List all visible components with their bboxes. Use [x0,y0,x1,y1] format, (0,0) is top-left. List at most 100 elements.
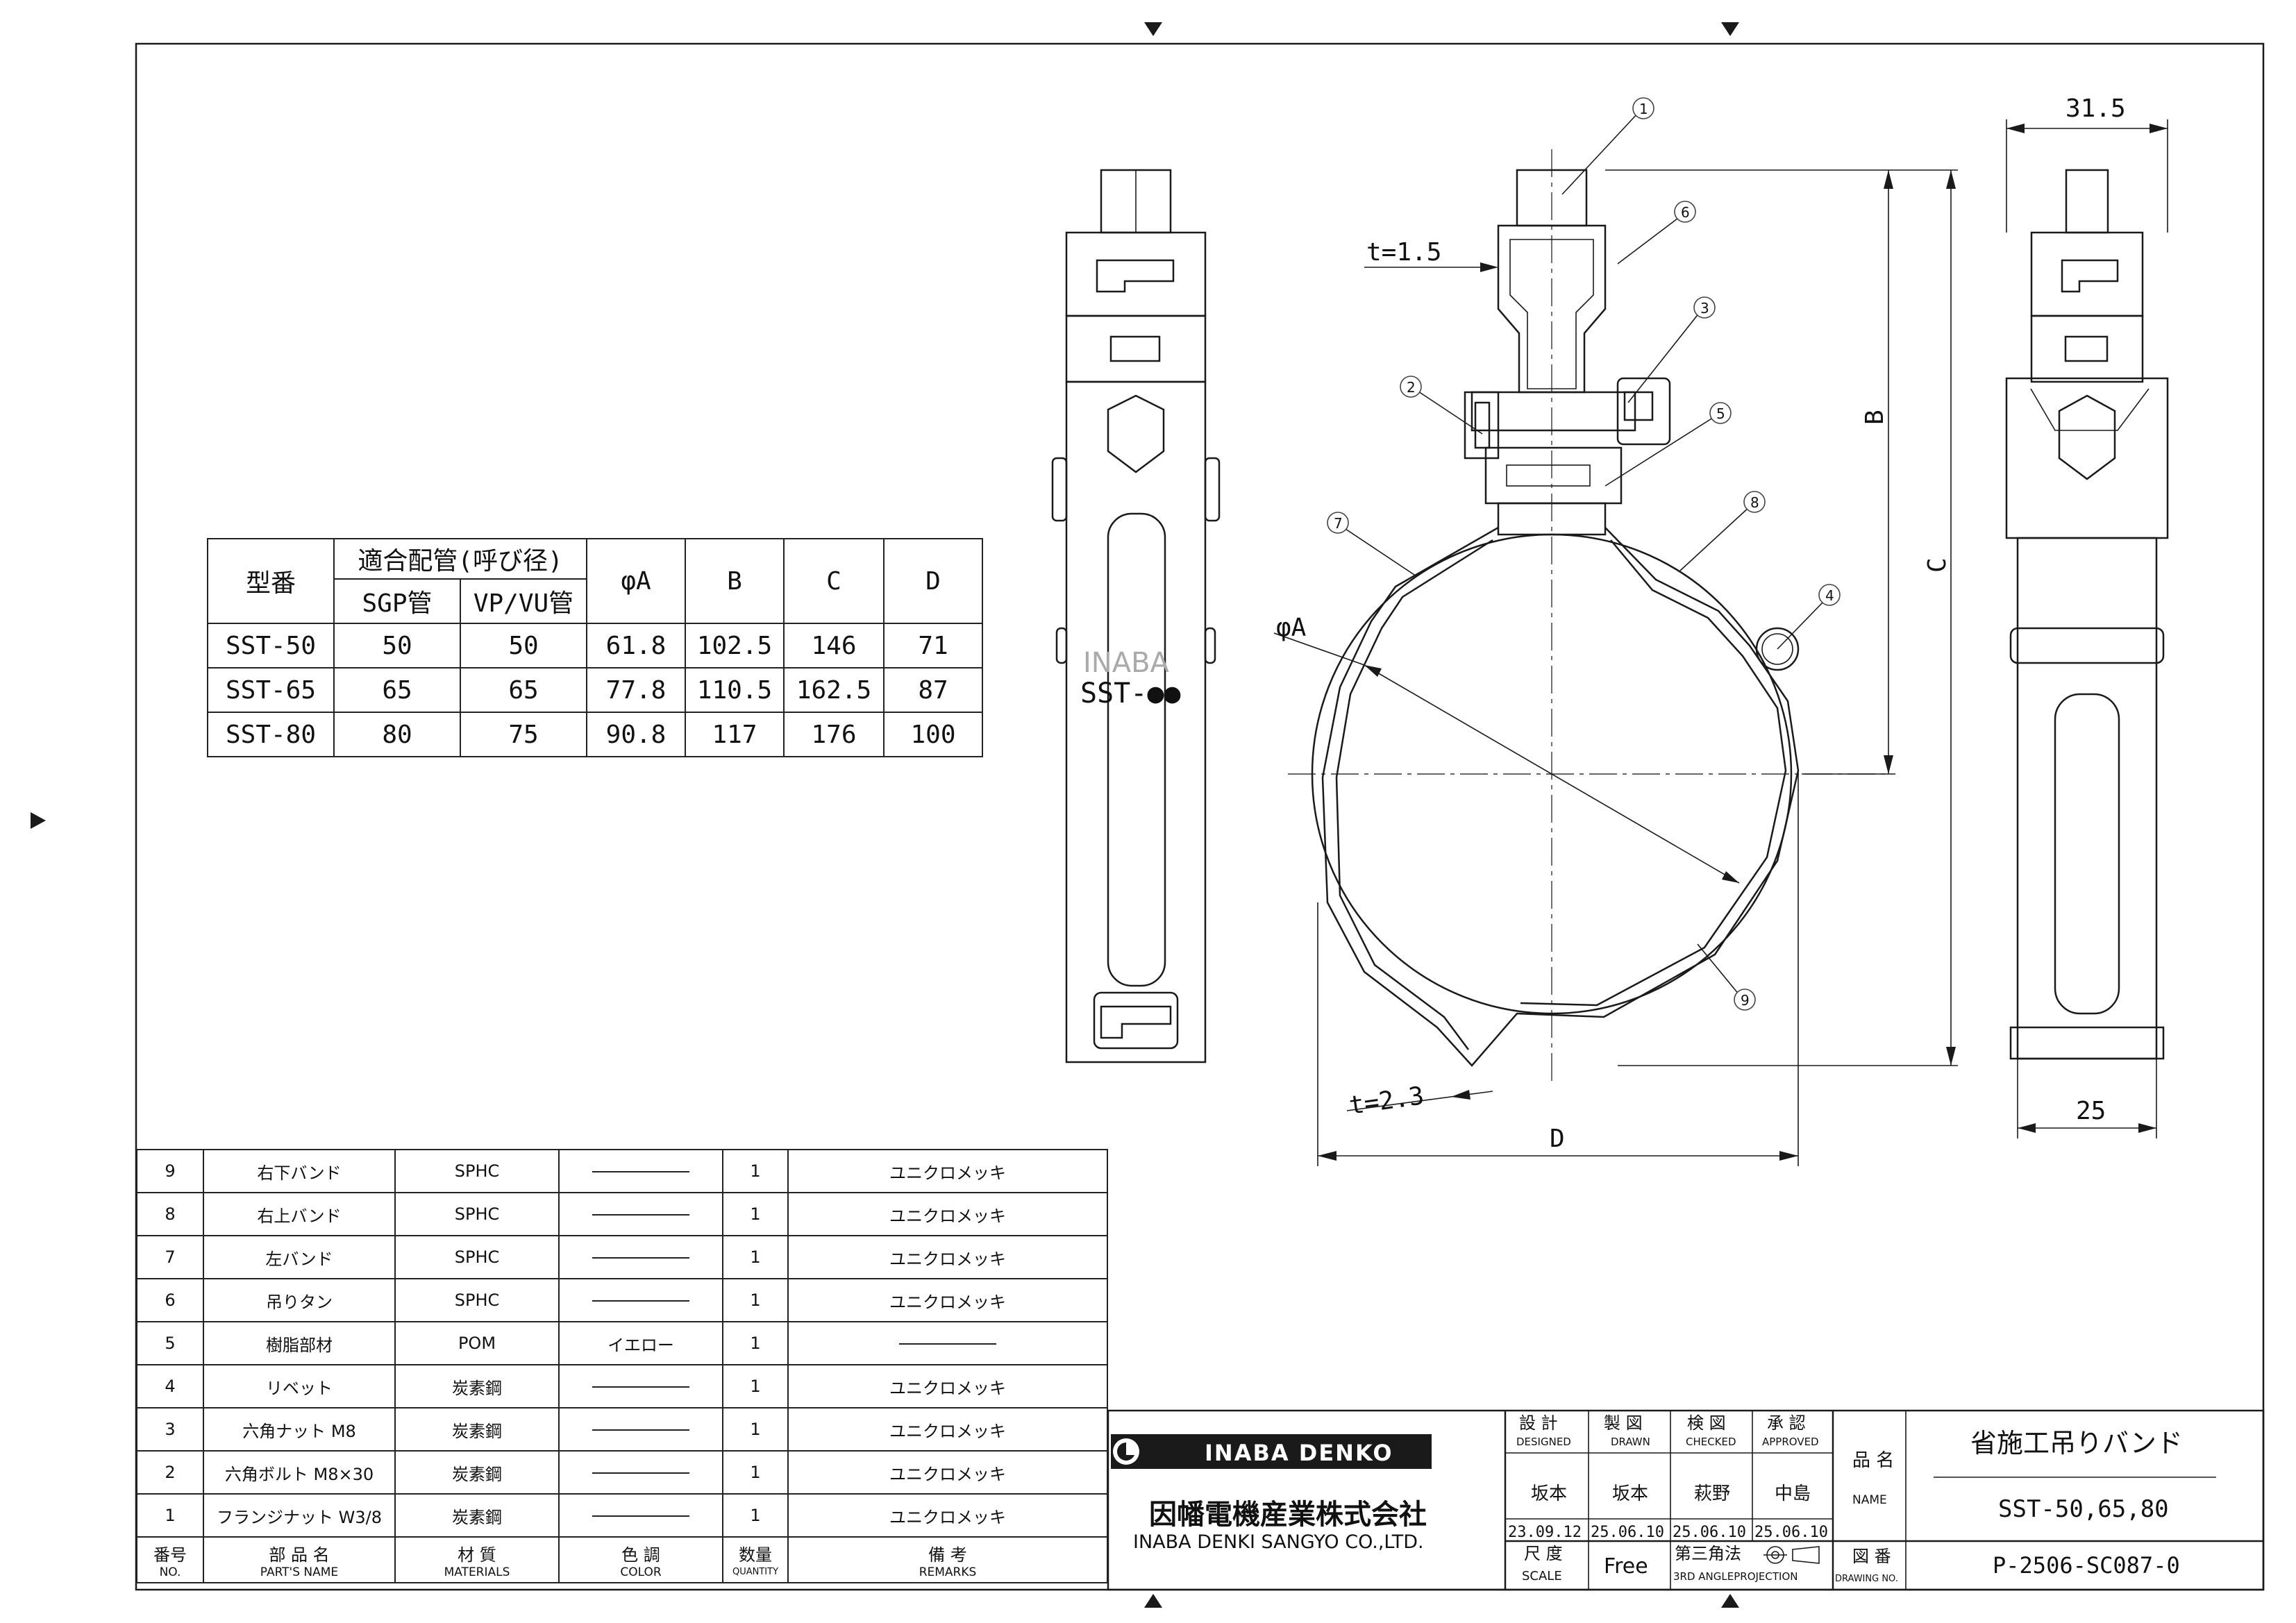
svg-text:1: 1 [1639,101,1648,117]
part-material: 炭素鋼 [394,1407,560,1452]
part-name: 右下バンド [203,1149,396,1193]
part-quantity: 1 [722,1278,789,1322]
drawn-by: 坂本 [1612,1483,1648,1504]
projection-symbol [1763,1546,1820,1564]
blank-dash [592,1171,689,1172]
part-number: 1 [136,1493,204,1538]
header-a: φA [586,538,686,624]
svg-text:3: 3 [1700,300,1709,317]
balloon-5 [1709,402,1732,424]
product-models: SST-50,65,80 [1998,1495,2169,1523]
part-quantity: 1 [722,1149,789,1193]
blank-dash [592,1257,689,1259]
table-row: SST-50 50 50 61.8 102.5 146 71 [207,623,983,668]
cell-model: SST-50 [207,623,335,668]
balloon-3 [1693,296,1716,319]
part-material: SPHC [394,1278,560,1322]
balloon-8 [1743,491,1766,513]
part-number: 9 [136,1149,204,1193]
balloon-9 [1734,989,1756,1011]
part-number: 3 [136,1407,204,1452]
part-name: 六角ナット M8 [203,1407,396,1452]
part-number: 4 [136,1364,204,1408]
blank-dash [592,1214,689,1216]
center-mark-bottom-left [1144,1594,1162,1608]
blank-dash [899,1343,996,1345]
center-mark-bottom-right [1721,1594,1739,1608]
approved-by: 中島 [1775,1483,1811,1504]
dimension-table: 型番 適合配管(呼び径) φA B C D SGP管 VP/VU管 SST-50… [207,538,983,757]
side-code-text: SST-●● [1080,678,1181,709]
part-name: 左バンド [203,1235,396,1279]
svg-text:2: 2 [1407,379,1416,396]
dim-width-top-label: 31.5 [2065,94,2126,123]
balloon-6 [1674,201,1696,223]
scale-label: 尺 度 [1524,1544,1563,1563]
checked-date: 25.06.10 [1673,1524,1746,1541]
part-number: 5 [136,1321,204,1365]
svg-text:8: 8 [1750,494,1759,511]
designed-by: 坂本 [1531,1483,1567,1504]
part-color [558,1493,723,1538]
title-block-frame [1107,1409,2265,1591]
dim-a-label: φA [1276,614,1307,642]
cell-a: 77.8 [586,667,686,713]
cell-b: 117 [685,712,785,757]
part-material: SPHC [394,1235,560,1279]
header-sgp: SGP管 [333,578,461,624]
part-quantity: 1 [722,1407,789,1452]
part-name: フランジナット W3/8 [203,1493,396,1538]
part-name: 樹脂部材 [203,1321,396,1365]
part-material: 炭素鋼 [394,1493,560,1538]
checked-by: 萩野 [1694,1483,1730,1504]
part-color [558,1407,723,1452]
front-view [1273,149,1958,1166]
part-number: 8 [136,1192,204,1236]
svg-text:6: 6 [1681,204,1690,221]
company-name-jp: 因幡電機産業株式会社 [1149,1499,1427,1531]
part-color [558,1235,723,1279]
cell-c: 176 [783,712,885,757]
header-model: 型番 [207,538,335,624]
part-material: SPHC [394,1149,560,1193]
part-name: 吊りタン [203,1278,396,1322]
center-mark-top-right [1721,22,1739,36]
table-row: SST-65 65 65 77.8 110.5 162.5 87 [207,667,983,713]
balloon-2 [1400,376,1422,398]
checked-label-en: CHECKED [1686,1436,1736,1448]
part-material: POM [394,1321,560,1365]
cell-sgp: 80 [333,712,461,757]
blank-dash [592,1472,689,1474]
part-quantity: 1 [722,1192,789,1236]
part-color [558,1192,723,1236]
cell-sgp: 65 [333,667,461,713]
cell-a: 90.8 [586,712,686,757]
approved-label-en: APPROVED [1762,1436,1819,1448]
cell-model: SST-65 [207,667,335,713]
drawing-number: P-2506-SC087-0 [1993,1552,2180,1579]
part-remarks: ユニクロメッキ [787,1364,1108,1408]
balloon-4 [1818,584,1841,606]
cell-d: 87 [883,667,983,713]
cell-c: 162.5 [783,667,885,713]
cell-b: 110.5 [685,667,785,713]
projection-label: 第三角法 [1675,1544,1741,1563]
scale-label-en: SCALE [1522,1569,1562,1583]
name-label: 品 名 [1852,1450,1894,1471]
header-b: B [685,538,785,624]
header-pipe-group: 適合配管(呼び径) [333,538,587,580]
product-name: 省施工吊りバンド [1970,1428,2183,1458]
part-remarks: ユニクロメッキ [787,1278,1108,1322]
part-material: 炭素鋼 [394,1364,560,1408]
